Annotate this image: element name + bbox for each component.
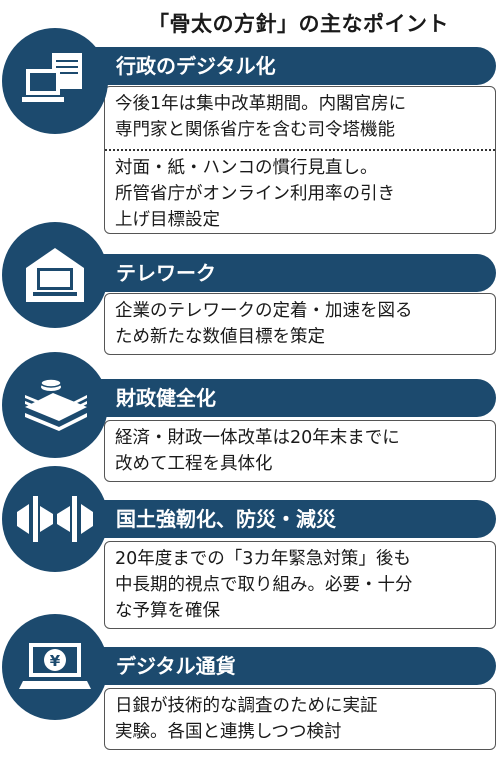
section-details: 経済・財政一体改革は20年末までに 改めて工程を具体化 <box>104 420 496 482</box>
home-laptop-icon <box>2 222 108 328</box>
detail-line: 今後1年は集中改革期間。内閣官房に <box>115 94 407 114</box>
svg-text:¥: ¥ <box>50 652 61 670</box>
money-stack-icon <box>2 352 108 458</box>
detail-line: 日銀が技術的な調査のために実証 <box>115 696 378 716</box>
detail-line: 対面・紙・ハンコの慣行見直し。 <box>115 158 378 178</box>
computer-documents-icon <box>2 28 108 134</box>
section-title: デジタル通貨 <box>116 654 236 678</box>
section-details: 日銀が技術的な調査のために実証 実験。各国と連携しつつ検討 <box>104 688 496 750</box>
detail-line: な予算を確保 <box>115 601 220 621</box>
section-title: 財政健全化 <box>116 386 216 410</box>
section-title: テレワーク <box>116 261 216 285</box>
section-details: 20年度までの「3カ年緊急対策」後も 中長期的視点で取り組み。必要・十分 な予算… <box>104 541 496 629</box>
section-title: 国土強靭化、防災・減災 <box>116 507 336 531</box>
section-details: 今後1年は集中改革期間。内閣官房に 専門家と関係省庁を含む司令塔機能 対面・紙・… <box>104 86 496 234</box>
embankment-icon <box>2 466 108 572</box>
detail-line: 企業のテレワークの定着・加速を図る <box>115 301 413 321</box>
section-details: 企業のテレワークの定着・加速を図る ため新たな数値目標を策定 <box>104 293 496 355</box>
detail-line: ため新たな数値目標を策定 <box>115 327 325 347</box>
detail-line: 20年度までの「3カ年緊急対策」後も <box>115 549 411 569</box>
detail-line: 実験。各国と連携しつつ検討 <box>115 722 342 742</box>
detail-line: 上げ目標設定 <box>115 210 220 230</box>
detail-line: 中長期的視点で取り組み。必要・十分 <box>115 575 413 595</box>
section-title: 行政のデジタル化 <box>116 54 276 78</box>
detail-line: 所管省庁がオンライン利用率の引き <box>115 184 395 204</box>
page-title: 「骨太の方針」の主なポイント <box>148 12 449 36</box>
detail-line: 専門家と関係省庁を含む司令塔機能 <box>115 120 395 140</box>
yen-laptop-icon: ¥ <box>2 614 108 720</box>
dotted-divider <box>105 149 495 151</box>
detail-line: 改めて工程を具体化 <box>115 454 273 474</box>
detail-line: 経済・財政一体改革は20年末までに <box>115 428 400 448</box>
